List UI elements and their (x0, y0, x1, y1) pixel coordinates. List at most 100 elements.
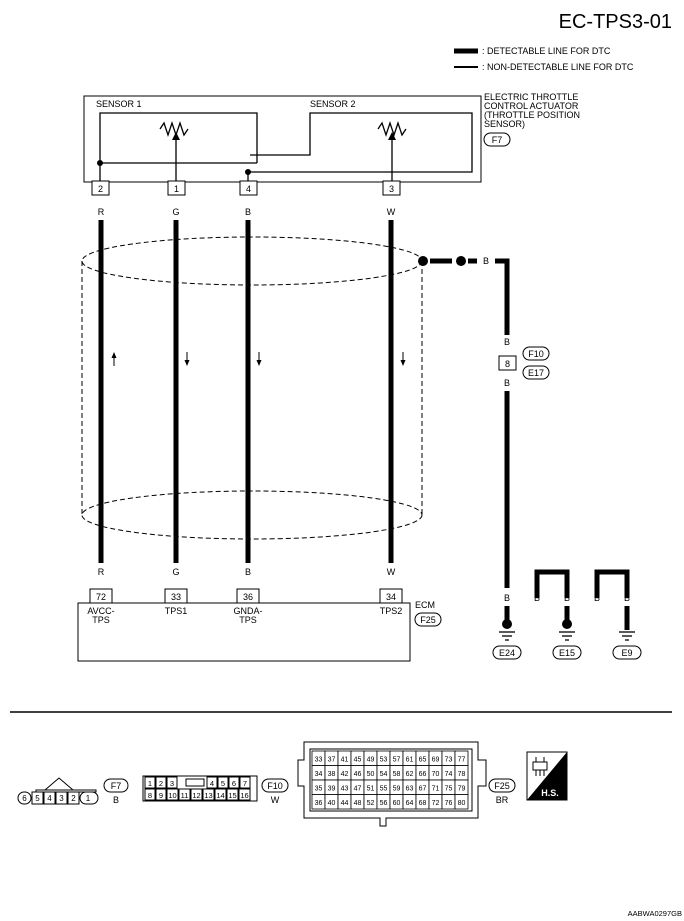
f25-pin-label: 52 (367, 800, 375, 807)
f25-pin-label: 54 (380, 771, 388, 778)
f25-pin-label: 33 (315, 757, 323, 764)
wire-color-bottom: G (172, 567, 179, 577)
joint-connector-bottom: E17 (528, 368, 544, 378)
f7-pin (79, 791, 99, 805)
f25-pin-label: 43 (341, 786, 349, 793)
f7-name: F7 (111, 781, 122, 791)
f25-pin-label: 67 (419, 786, 427, 793)
legend-non-detectable-text: : NON-DETECTABLE LINE FOR DTC (482, 62, 634, 72)
f25-pin-label: 49 (367, 757, 375, 764)
f10-pin-label: 5 (221, 779, 225, 788)
f25-pin-label: 77 (458, 757, 466, 764)
ground-symbol-icon (499, 631, 515, 641)
wire-color-top: G (172, 207, 179, 217)
f25-pin-label: 75 (445, 786, 453, 793)
f25-pin-label: 64 (406, 800, 414, 807)
f7-pin-label: 3 (59, 794, 64, 803)
harness-side-icon: H.S. (526, 751, 568, 801)
f10-pin-label: 1 (148, 779, 152, 788)
f10-pin (239, 776, 251, 789)
f7-pin (31, 791, 44, 805)
f7-pin-label: 4 (47, 794, 52, 803)
f25-pin-label: 56 (380, 800, 388, 807)
hs-triangle (527, 752, 567, 800)
f25-pin-label: 74 (445, 771, 453, 778)
ground-wire-color: B (534, 593, 540, 603)
arrow-down-head (256, 360, 262, 366)
ground-wire-color: B (624, 593, 630, 603)
actuator-label-line3: (THROTTLE POSITION (484, 110, 580, 120)
f10-pin (228, 776, 240, 789)
sensor2-label: SENSOR 2 (310, 99, 356, 109)
f7-pin-label: 2 (71, 794, 76, 803)
ecm-terminal: TPS (239, 615, 257, 625)
sensor2-resistor (377, 120, 407, 138)
f25-pin-label: 47 (354, 786, 362, 793)
f10-pin-label: 16 (240, 791, 248, 800)
f25-pin-label: 72 (432, 800, 440, 807)
joint-pin-label: 8 (505, 359, 510, 369)
f7-badge (103, 778, 129, 793)
shield (81, 236, 423, 540)
f25-pin-label: 70 (432, 771, 440, 778)
drain-color-upper: B (504, 337, 510, 347)
ecm-label: ECM (415, 600, 435, 610)
f25-pin-label: 37 (328, 757, 336, 764)
f25-pin-label: 59 (393, 786, 401, 793)
actuator-label-line1: ELECTRIC THROTTLE (484, 92, 578, 102)
ground-wire-color: B (504, 593, 510, 603)
f10-row1: 1 2 3 4 5 6 7 (144, 776, 251, 789)
f25-pin-label: 48 (354, 800, 362, 807)
ecm-pin-label: 36 (243, 592, 253, 602)
sensor1-label: SENSOR 1 (96, 99, 142, 109)
f25-pin-label: 78 (458, 771, 466, 778)
f25-pin-label: 46 (354, 771, 362, 778)
f25-inner (309, 748, 473, 812)
drain-dot (456, 256, 466, 266)
f10-pin (206, 776, 218, 789)
f10-color: W (271, 795, 280, 805)
actuator-connector-badge (483, 132, 511, 147)
f25-pin-label: 51 (367, 786, 375, 793)
f10-pin-label: 7 (243, 779, 247, 788)
f25-pin-label: 68 (419, 800, 427, 807)
drain-color-lower: B (504, 378, 510, 388)
joint-connector-top: F10 (528, 349, 544, 359)
drain-dot (418, 256, 428, 266)
f10-pin-label: 12 (192, 791, 200, 800)
f10-pin (166, 776, 178, 789)
f25-pin-label: 61 (406, 757, 414, 764)
f10-pin (217, 776, 229, 789)
f10-lock (185, 778, 205, 787)
wire-color-bottom: R (98, 567, 105, 577)
f10-pin-label: 8 (148, 791, 152, 800)
f10-pin-label: 6 (232, 779, 236, 788)
f25-pin-label: 44 (341, 800, 349, 807)
f10-pin-label: 13 (204, 791, 212, 800)
wire-color-top: R (98, 207, 105, 217)
f10-pin (144, 776, 156, 789)
f10-pin-label: 15 (228, 791, 236, 800)
f25-pin-label: 63 (406, 786, 414, 793)
page-title: EC-TPS3-01 (559, 11, 672, 33)
ground-label: E9 (621, 648, 632, 658)
wire-color-bottom: W (387, 567, 396, 577)
ecm-pin-label: 72 (96, 592, 106, 602)
drain-wire (495, 258, 510, 335)
f25-pin-label: 40 (328, 800, 336, 807)
junction-dot (245, 169, 251, 175)
hs-label: H.S. (541, 788, 559, 798)
shield-top-ellipse (81, 236, 423, 286)
f10-pin-label: 9 (159, 791, 163, 800)
f7-latch (44, 777, 74, 791)
ecm-pin-label: 33 (171, 592, 181, 602)
f7-pin (43, 791, 56, 805)
legend: : DETECTABLE LINE FOR DTC : NON-DETECTAB… (454, 46, 634, 72)
wire-color-bottom: B (245, 567, 251, 577)
f7-color: B (113, 795, 119, 805)
f10-pin (144, 788, 156, 801)
shield-bottom-ellipse (81, 490, 423, 540)
ground-wire-color: B (564, 593, 570, 603)
joint-connector-badge (522, 365, 550, 380)
f25-pin (454, 794, 469, 810)
